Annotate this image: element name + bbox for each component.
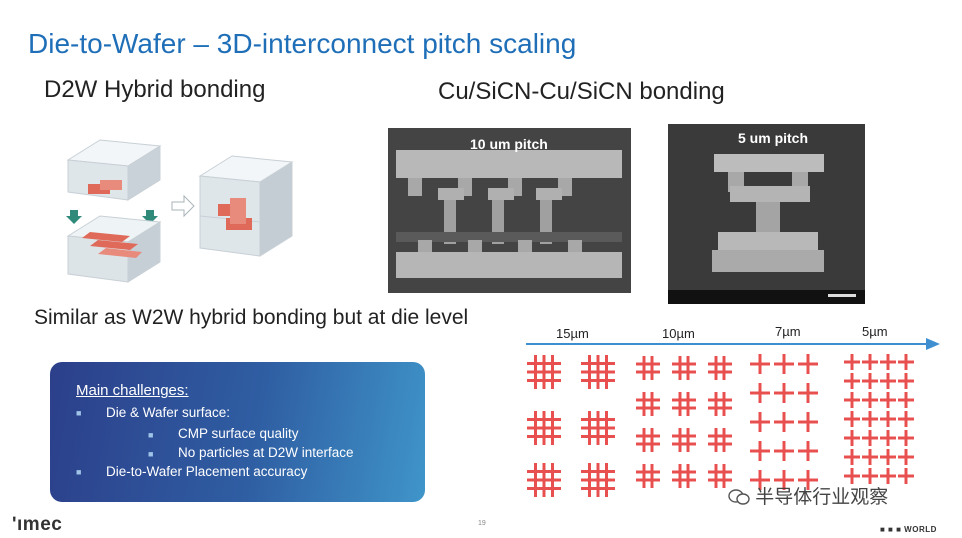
sem-label-5um: 5 um pitch [738, 130, 809, 146]
d2w-cube-diagram [66, 139, 294, 283]
pitch-grid-cell [581, 411, 615, 445]
pitch-grid-cell [862, 430, 878, 446]
pitch-grid-cell [844, 373, 860, 389]
pitch-grid-cell [672, 356, 696, 380]
watermark-text: 半导体行业观察 [755, 487, 889, 508]
world-logo-mark-icon: ■ ■ ■ [880, 525, 905, 534]
pitch-grid-cell [750, 412, 770, 432]
pitch-grid-cell [798, 470, 818, 490]
challenge-item: Die-to-Wafer Placement accuracy [106, 464, 308, 479]
right-heading: Cu/SiCN-Cu/SiCN bonding [438, 78, 725, 105]
pitch-grid-cell [844, 468, 860, 484]
pitch-grid-cell [672, 428, 696, 452]
challenges-box: Main challenges: ■ Die & Wafer surface: … [50, 362, 425, 502]
pitch-grid-cell [862, 468, 878, 484]
pitch-label-10um: 10µm [662, 326, 695, 341]
pitch-grid-cell [898, 468, 914, 484]
pitch-grid-cell [862, 354, 878, 370]
pitch-grid-cell [880, 468, 896, 484]
challenge-subitem: CMP surface quality [178, 426, 299, 441]
sem-image-10um: 10 um pitch [388, 128, 631, 293]
pitch-grid-patterns [527, 354, 914, 497]
watermark: 半导体行业观察 [728, 482, 888, 509]
pitch-grid-cell [774, 470, 794, 490]
top-die-cube [66, 139, 162, 201]
pitch-grid-cell [862, 411, 878, 427]
pitch-grid-cell [844, 411, 860, 427]
challenge-item: Die & Wafer surface: [106, 405, 231, 420]
bullet-icon: ■ [76, 467, 82, 477]
pitch-grid-cell [636, 428, 660, 452]
challenge-subitem: No particles at D2W interface [178, 445, 354, 460]
pitch-grid-cell [774, 441, 794, 461]
pitch-grid-cell [527, 355, 561, 389]
pitch-label-15um: 15µm [556, 326, 589, 341]
pitch-grid-cell [898, 373, 914, 389]
sem-image-5um: 5 um pitch [668, 124, 865, 304]
pitch-grid-cell [750, 470, 770, 490]
pitch-grid-cell [774, 412, 794, 432]
pitch-grid-cell [862, 392, 878, 408]
pitch-grid-cell [844, 354, 860, 370]
challenges-heading: Main challenges: [76, 382, 189, 399]
pitch-grid-cell [774, 354, 794, 374]
pitch-grid-cell [880, 354, 896, 370]
pitch-grid-cell [581, 355, 615, 389]
pitch-grid-cell [898, 449, 914, 465]
pitch-grid-cell [798, 412, 818, 432]
pitch-label-5um: 5µm [862, 324, 888, 339]
bond-arrows [66, 210, 158, 224]
pitch-grid-cell [880, 411, 896, 427]
world-logo-text: WORLD [904, 525, 937, 534]
pitch-grid-cell [880, 373, 896, 389]
bottom-wafer-cube [66, 215, 162, 283]
pitch-grid-cell [708, 428, 732, 452]
pitch-grid-cell [708, 392, 732, 416]
pitch-grid-cell [844, 449, 860, 465]
bullet-icon: ■ [76, 408, 82, 418]
pitch-grid-cell [898, 411, 914, 427]
pitch-grid-cell [636, 464, 660, 488]
imec-logo: ʹımec [12, 514, 63, 535]
pitch-grid-cell [898, 430, 914, 446]
slide-title: Die-to-Wafer – 3D-interconnect pitch sca… [28, 28, 577, 59]
pitch-grid-cell [636, 356, 660, 380]
page-number: 19 [478, 520, 486, 527]
pitch-grid-cell [898, 354, 914, 370]
process-arrow-icon [171, 194, 195, 218]
pitch-grid-cell [798, 441, 818, 461]
pitch-grid-cell [862, 449, 878, 465]
pitch-grid-cell [708, 464, 732, 488]
left-heading: D2W Hybrid bonding [44, 76, 266, 103]
pitch-grid-cell [798, 354, 818, 374]
sem-label-10um: 10 um pitch [470, 136, 548, 152]
pitch-grid-cell [898, 392, 914, 408]
pitch-grid-cell [798, 383, 818, 403]
pitch-grid-cell [672, 464, 696, 488]
pitch-grid-cell [672, 392, 696, 416]
pitch-grid-cell [880, 430, 896, 446]
wechat-icon [728, 488, 750, 506]
pitch-grid-cell [750, 441, 770, 461]
pitch-grid-cell [750, 354, 770, 374]
pitch-scaling-arrow [526, 338, 940, 350]
pitch-grid-cell [527, 463, 561, 497]
bullet-icon: ■ [148, 449, 154, 459]
pitch-grid-cell [636, 392, 660, 416]
pitch-grid-cell [581, 463, 615, 497]
world-logo: ■ ■ ■ WORLD [880, 525, 937, 534]
pitch-grid-cell [844, 392, 860, 408]
pitch-grid-cell [708, 356, 732, 380]
bullet-icon: ■ [148, 430, 154, 440]
pitch-grid-cell [862, 373, 878, 389]
bonded-cube [198, 155, 294, 257]
pitch-grid-cell [527, 411, 561, 445]
pitch-grid-cell [880, 449, 896, 465]
pitch-grid-cell [750, 383, 770, 403]
summary-text: Similar as W2W hybrid bonding but at die… [34, 306, 469, 329]
pitch-grid-cell [774, 383, 794, 403]
pitch-label-7um: 7µm [775, 324, 801, 339]
pitch-grid-cell [880, 392, 896, 408]
pitch-grid-cell [844, 430, 860, 446]
